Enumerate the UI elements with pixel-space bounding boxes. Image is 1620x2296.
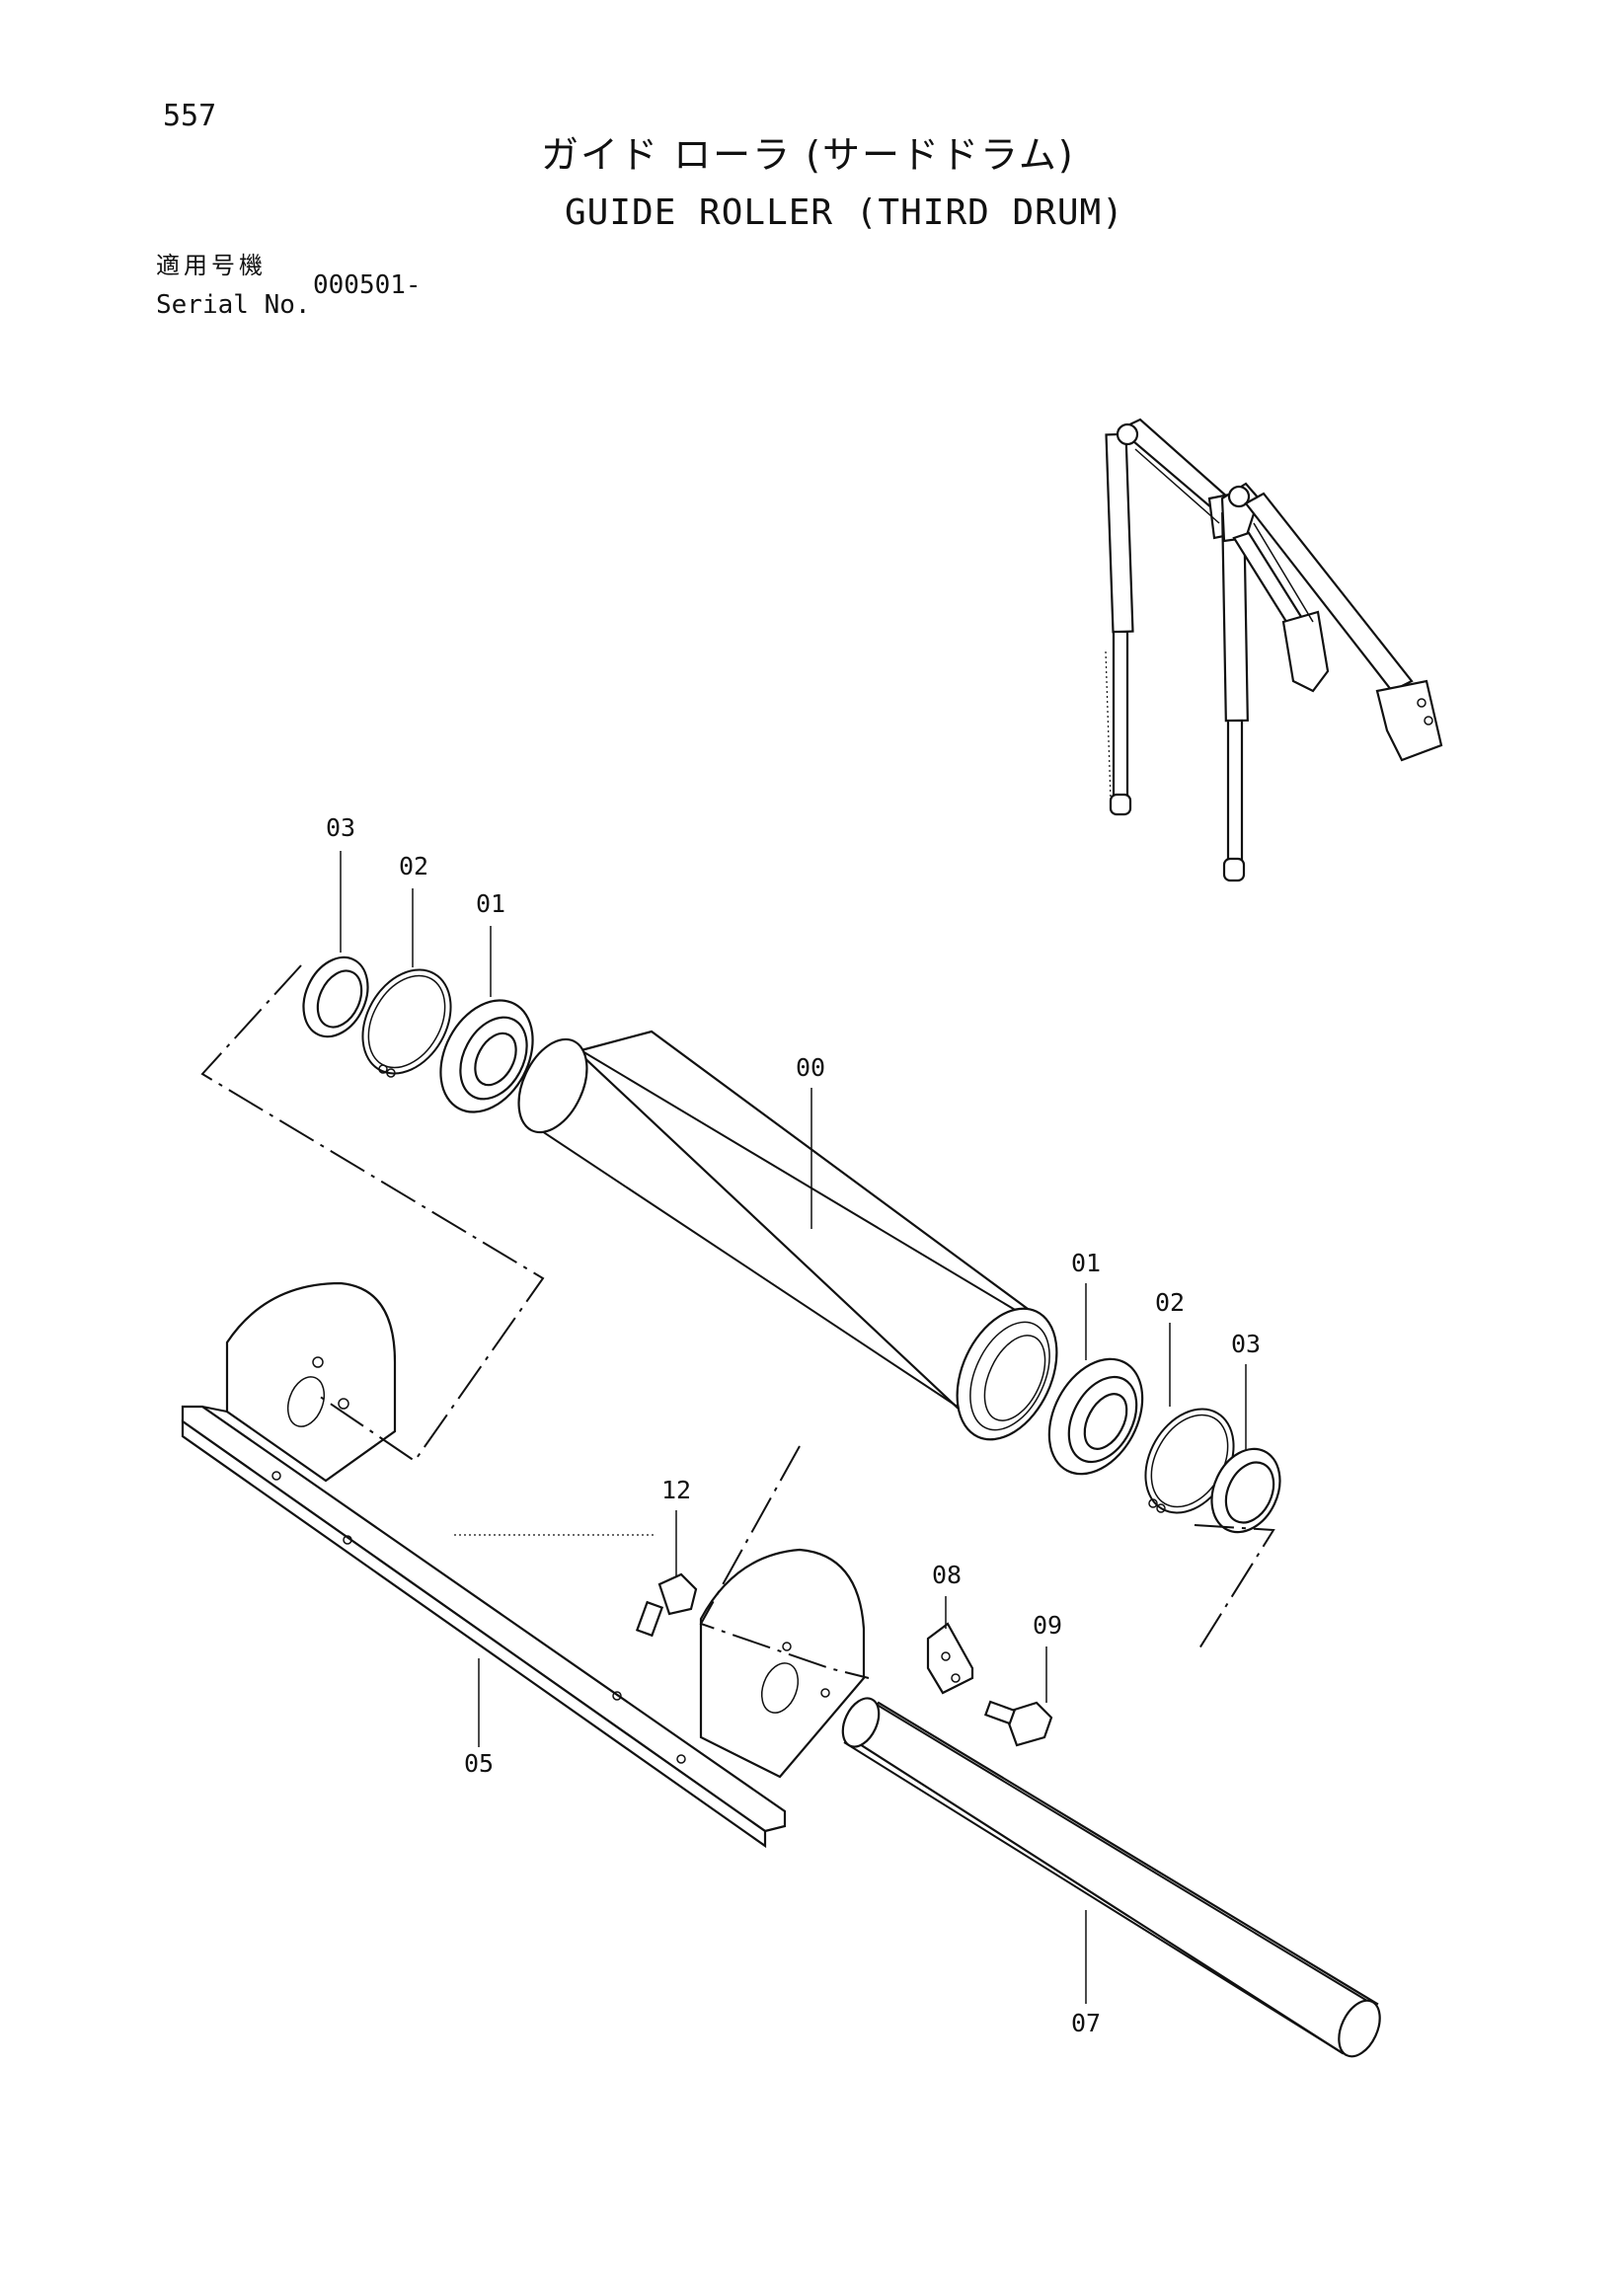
roller-tube-00 [517,1030,1058,1441]
part-label-08: 08 [932,1561,962,1589]
ring-03-left [302,956,369,1038]
serial-label-japanese: 適用号機 [156,252,267,279]
bolt-09 [983,1700,1053,1747]
pin-07 [841,1697,1381,2058]
title-english: GUIDE ROLLER (THIRD DRUM) [565,192,1124,233]
frame-05 [181,1281,866,1849]
assembly-lines [200,964,1275,1679]
part-label-07: 07 [1071,2009,1101,2037]
part-label-01-right: 01 [1071,1249,1101,1277]
bearing-01-left [439,999,534,1113]
snap-ring-02-left [361,968,452,1078]
part-label-05: 05 [464,1749,494,1778]
serial-label-english: Serial No. [156,290,311,320]
machine-overview-drawing [1105,418,1443,882]
ring-03-right [1210,1447,1281,1534]
part-label-02-right: 02 [1155,1288,1185,1317]
part-label-03-right: 03 [1231,1330,1261,1358]
part-label-12: 12 [661,1476,691,1504]
callout-leaders [340,851,1247,2004]
serial-number-value: 000501- [313,270,422,300]
bearing-01-right [1047,1357,1144,1476]
stopper-plate-08 [926,1622,974,1695]
part-label-00: 00 [796,1053,825,1082]
page-number: 557 [163,99,217,133]
part-label-01-left: 01 [476,889,505,918]
title-japanese: ガイド ローラ (サードドラム) [541,133,1075,177]
bolt-12 [635,1572,698,1638]
part-label-02-left: 02 [399,852,428,880]
part-labels: 03 02 01 00 01 02 03 12 08 09 05 07 [326,813,1261,2037]
part-label-09: 09 [1033,1611,1062,1640]
part-label-03-left: 03 [326,813,355,842]
